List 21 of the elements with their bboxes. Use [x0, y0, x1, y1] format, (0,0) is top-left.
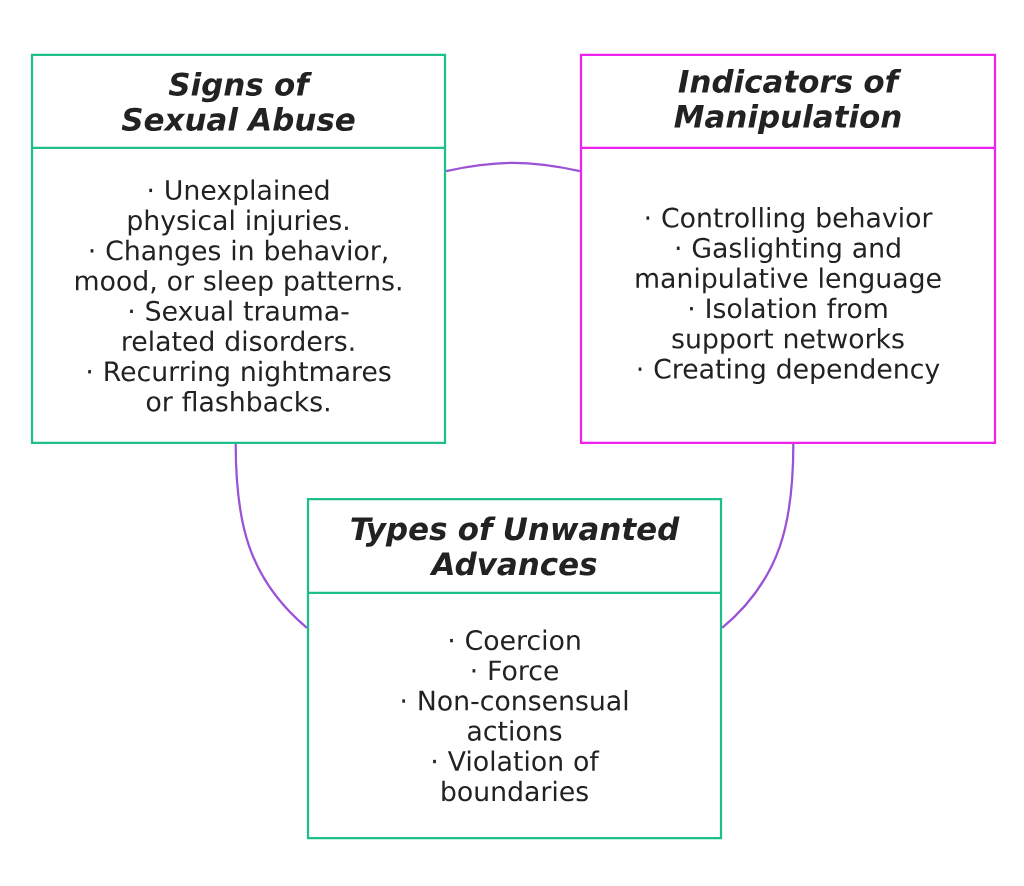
node-label: · Isolation from support networks	[672, 297, 904, 354]
node-label: · Recurring nightmares or flashbacks.	[88, 360, 391, 412]
node-label: · Force	[472, 660, 558, 681]
node-label: · Sexual trauma-related disorders.	[123, 300, 354, 352]
bullet-list: · Controlling behavior · Gaslighting and manipulative lenguage · Isolation from support networks · Creating dependency	[636, 207, 941, 384]
node-label: · Coercion	[450, 629, 580, 651]
node-label: · Creating dependency	[638, 358, 940, 384]
card-heading: Signs of Sexual Abuse	[121, 71, 355, 132]
card-heading: Indicators of Manipulation	[674, 68, 902, 135]
connector-arc	[445, 161, 581, 173]
connector-arc	[234, 444, 308, 629]
node-label: · Unexplained physical injuries.	[128, 179, 348, 236]
bullet-list: · Coercion · Force · Non-consensual actions · Violation of boundaries	[402, 629, 628, 802]
node-label: · Non-consensual actions	[402, 690, 628, 741]
node-label: · Changes in behavior, mood, or sleep patterns.	[76, 239, 401, 296]
node-label: · Controlling behavior	[646, 207, 933, 233]
card-heading: Types of Unwanted Advances	[351, 516, 680, 576]
bullet-list: · Unexplained physical injuries. · Changes in behavior, mood, or sleep patterns. · Sexual trauma-related disorders. · Recurring nightmares or flashbacks.	[76, 179, 401, 412]
node-label: · Violation of boundaries	[433, 750, 600, 802]
node-label: · Gaslighting and manipulative lenguage	[636, 237, 941, 294]
connector-arc	[721, 444, 795, 629]
